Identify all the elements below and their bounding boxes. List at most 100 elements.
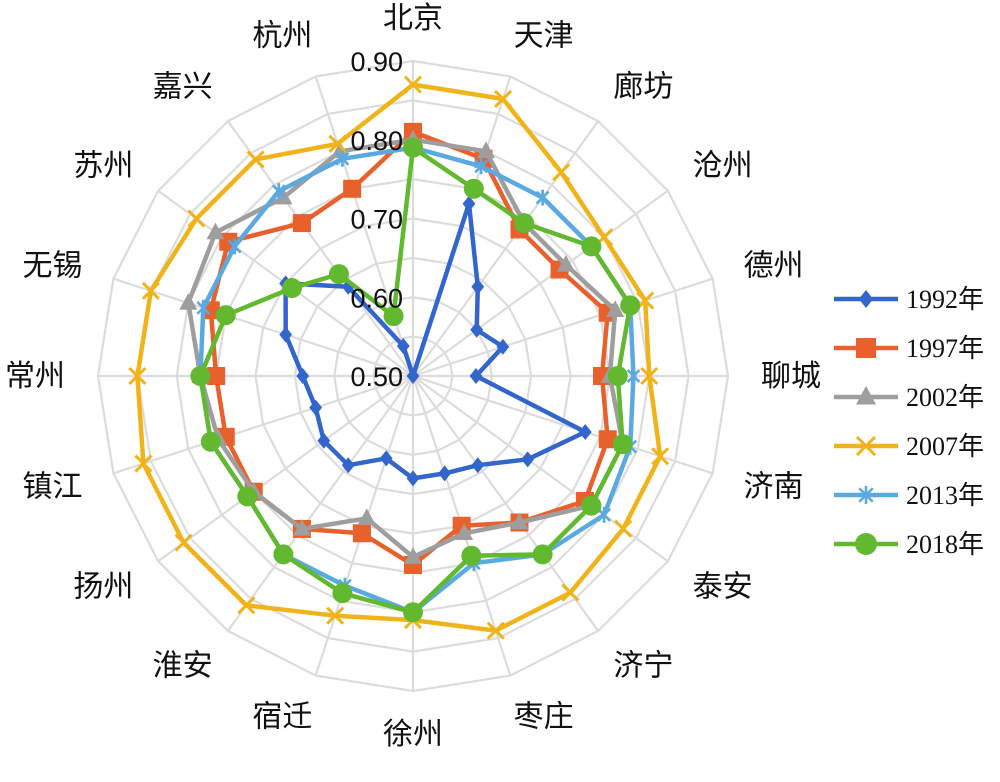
data-point: [477, 141, 496, 159]
data-point: [341, 457, 355, 474]
legend-item: 2018年: [834, 530, 984, 559]
data-point: [514, 213, 535, 234]
data-point: [855, 533, 877, 555]
category-label: 沧州: [693, 149, 753, 184]
data-point: [612, 434, 633, 455]
data-point: [403, 137, 423, 158]
category-label: 天津: [514, 19, 574, 54]
category-label: 德州: [744, 248, 804, 283]
legend-item: 2002年: [834, 383, 984, 412]
data-point: [532, 544, 553, 565]
axis-spoke: [113, 374, 414, 475]
data-point: [328, 264, 349, 285]
data-point: [556, 255, 575, 272]
series-layer: [128, 75, 670, 640]
data-point: [326, 606, 345, 625]
data-point: [858, 486, 874, 504]
data-point: [486, 621, 505, 640]
category-label: 聊城: [761, 359, 821, 394]
category-label: 淮安: [153, 649, 213, 684]
data-point: [128, 366, 147, 386]
data-point: [227, 238, 242, 255]
tick-label: 0.90: [350, 47, 403, 77]
data-point: [379, 450, 393, 467]
data-point: [496, 338, 510, 355]
category-label: 杭州: [252, 19, 312, 54]
data-point: [626, 368, 641, 384]
data-point: [200, 431, 221, 452]
data-point: [396, 338, 410, 355]
data-point: [462, 195, 476, 212]
data-point: [206, 222, 225, 240]
data-point: [535, 189, 550, 206]
category-label: 济宁: [613, 649, 673, 684]
data-point: [561, 583, 580, 602]
data-point: [343, 179, 362, 198]
category-label: 苏州: [73, 149, 133, 184]
tick-label: 0.80: [350, 126, 403, 156]
axis-spoke: [314, 76, 415, 377]
data-point: [383, 306, 404, 327]
category-label: 徐州: [383, 717, 443, 752]
data-point: [406, 368, 420, 384]
category-label: 无锡: [23, 248, 83, 283]
data-point: [237, 596, 256, 615]
data-point: [856, 386, 876, 405]
data-point: [281, 278, 302, 299]
axis-spoke: [412, 120, 600, 377]
data-point: [330, 141, 349, 159]
data-point: [352, 524, 371, 543]
data-point: [598, 430, 617, 449]
legend-label: 2007年: [906, 432, 984, 461]
data-point: [357, 508, 376, 526]
data-point: [858, 290, 874, 308]
data-point: [335, 150, 350, 167]
data-point: [332, 583, 353, 604]
data-point: [273, 544, 294, 565]
data-point: [463, 178, 484, 199]
legend-item: 1997年: [834, 334, 984, 363]
legend-item: 1992年: [834, 285, 984, 314]
data-point: [237, 486, 258, 507]
axis-spoke: [157, 375, 414, 563]
category-label: 宿迁: [252, 700, 312, 735]
data-point: [309, 399, 323, 416]
data-point: [651, 447, 670, 466]
axis-spoke: [412, 374, 713, 475]
data-point: [474, 158, 489, 175]
data-point: [328, 134, 347, 153]
data-point: [620, 295, 641, 316]
data-point: [578, 423, 592, 440]
category-label: 济南: [744, 470, 804, 505]
tick-label: 0.60: [350, 283, 403, 313]
category-label: 镇江: [23, 470, 83, 505]
data-point: [296, 368, 310, 384]
data-point: [403, 602, 423, 623]
data-point: [438, 465, 452, 482]
category-label: 枣庄: [514, 700, 574, 735]
data-point: [521, 451, 535, 468]
data-point: [292, 519, 311, 536]
data-point: [190, 366, 211, 386]
tick-label: 0.70: [350, 205, 403, 235]
data-point: [640, 366, 659, 386]
data-point: [187, 209, 206, 228]
legend: 1992年 1997年 2002年 2007年 2013年 2018年: [834, 285, 984, 559]
data-point: [614, 519, 633, 538]
axis-spoke: [226, 375, 414, 632]
data-point: [215, 305, 236, 326]
category-label: 嘉兴: [153, 69, 213, 104]
data-point: [855, 435, 877, 457]
data-point: [581, 236, 602, 257]
data-point: [471, 457, 485, 474]
axis-spoke: [113, 277, 414, 378]
legend-label: 2013年: [906, 481, 984, 510]
data-point: [271, 183, 286, 200]
label-layer: 北京天津廊坊沧州德州聊城济南泰安济宁枣庄徐州宿迁淮安扬州镇江常州无锡苏州嘉兴杭州: [5, 1, 821, 752]
data-point: [404, 547, 422, 564]
data-point: [455, 523, 474, 541]
data-point: [581, 495, 602, 516]
category-label: 扬州: [73, 569, 133, 604]
